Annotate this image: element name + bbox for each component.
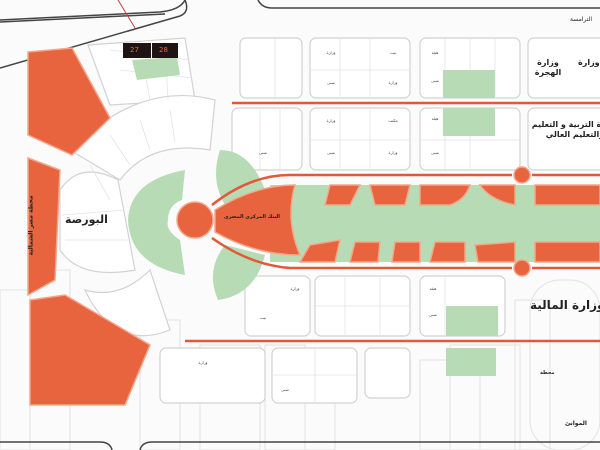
small-label: هيئة: [431, 50, 439, 55]
top-road-outline: [0, 0, 186, 23]
roundabout-south: [513, 259, 531, 277]
plot-28-label: 28: [159, 46, 168, 54]
small-label: مكتب: [388, 118, 398, 123]
small-label: مبنى: [281, 387, 289, 392]
small-label: وزارة: [388, 150, 398, 155]
small-label: وزارة: [290, 286, 300, 291]
arrow-pointer: [117, 0, 136, 29]
building-central-bank: [214, 184, 302, 256]
main-roads: [185, 101, 600, 343]
building-station: [27, 156, 61, 297]
small-label: بيت: [389, 50, 397, 55]
label-station: محطة مصر الشمالية: [27, 195, 35, 256]
plot-27[interactable]: [123, 43, 151, 58]
small-label: وزارة: [326, 50, 336, 55]
small-label: مبنى: [431, 78, 439, 83]
highway-outline: [0, 0, 188, 69]
small-label: مبنى: [259, 150, 267, 155]
label-ministry-migration: وزارة الهجرة: [534, 58, 562, 77]
small-label: مبنى: [327, 150, 335, 155]
label-top-right: الترامسة: [570, 16, 593, 23]
small-label: هيئة: [429, 286, 437, 291]
top-right-road-outline: [257, 0, 600, 9]
label-ministry-youth: وزارة: [578, 58, 600, 67]
small-label: مبنى: [327, 80, 335, 85]
small-label: وزارة: [388, 80, 398, 85]
building-north-left: [27, 47, 111, 156]
small-label: مبنى: [431, 150, 439, 155]
small-label: بيت: [259, 315, 267, 320]
bottom-road-outline: [0, 441, 600, 450]
building-south-left: [29, 294, 151, 406]
label-stock-exchange: البورصة: [65, 213, 108, 226]
label-bottom-station: محطة: [540, 370, 555, 376]
roundabout-main: [176, 201, 214, 239]
small-label: هيئة: [431, 116, 439, 121]
plot-27-label: 27: [130, 46, 139, 54]
roundabout-north: [513, 166, 531, 184]
label-central-bank: البنك المركزي المصري: [223, 214, 281, 220]
plot-28[interactable]: [152, 43, 178, 58]
small-label: مبنى: [429, 312, 437, 317]
orange-buildings: [27, 47, 600, 406]
label-ministry-finance: وزارة المالية: [530, 298, 600, 312]
small-label: وزارة: [198, 360, 208, 365]
label-ports: الموانئ: [565, 420, 587, 427]
small-label: وزارة: [326, 118, 336, 123]
